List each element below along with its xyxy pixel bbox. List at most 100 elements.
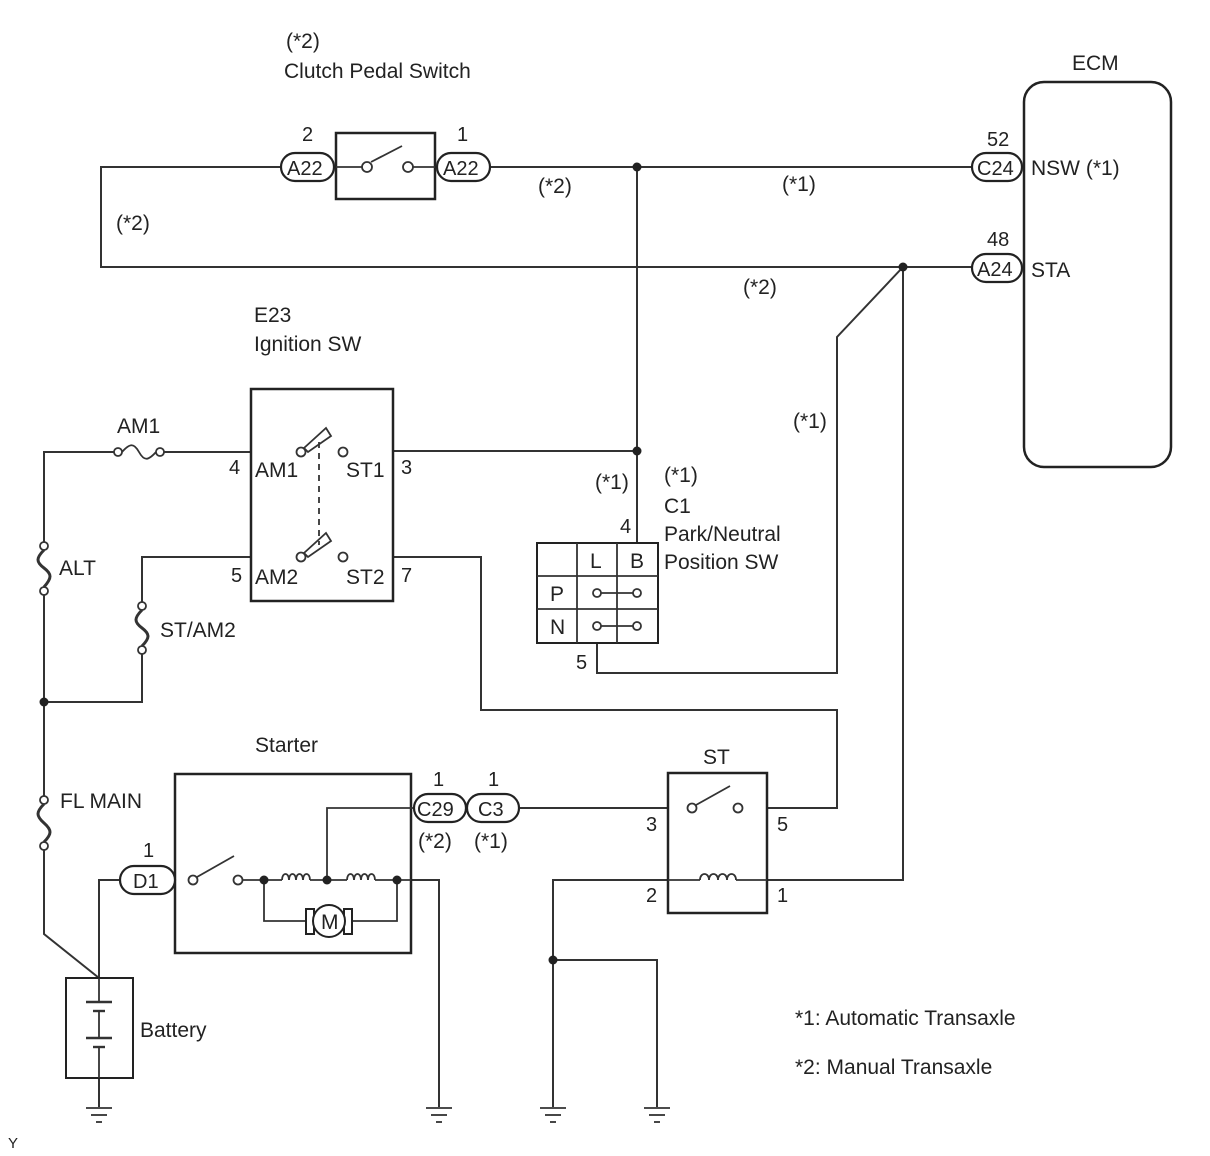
starter-control-tap [326,807,414,880]
st-am2-fuse-label: ST/AM2 [160,619,236,642]
battery: Battery [65,977,207,1079]
pn-title-line2: Position SW [664,551,779,574]
pin-1: 1 [777,885,788,907]
wire-st2 [346,556,838,809]
clutch-pedal-switch: (*2) Clutch Pedal Switch A22 2 A22 1 [279,30,492,201]
note-sta-mt: (*2) [743,276,777,299]
junctions [39,162,908,965]
st1-contact [337,446,349,458]
pin-7: 7 [401,565,412,587]
wire-flmain-battery [43,848,100,979]
clutch-note: (*2) [286,30,320,53]
pn-continuity-dot [592,588,602,598]
st2-terminal-label: ST2 [346,566,385,589]
relay-contact [686,802,698,814]
c29-note: (*2) [418,830,452,853]
am1-terminal-label: AM1 [255,459,298,482]
am1-fuse-label: AM1 [117,415,160,438]
starter-title: Starter [255,734,318,757]
fuse-terminal [155,447,165,457]
sta-label: STA [1031,259,1070,282]
am2-switch-blade [302,531,333,559]
ground-icon [644,1107,670,1123]
fuse-terminal [39,586,49,596]
hold-in-coil [346,873,376,881]
fuse-terminal [137,645,147,655]
c24-connector [970,151,1024,183]
fuse-element [36,548,52,588]
a22-right-label: A22 [443,158,479,180]
nsw-label: NSW (*1) [1031,157,1120,180]
junction-dot [898,262,908,272]
junction-dot [39,697,49,707]
st-am2-fuse: ST/AM2 [134,601,236,655]
clutch-title: Clutch Pedal Switch [284,60,471,83]
fuse-terminal [137,601,147,611]
a22-left-label: A22 [287,158,323,180]
st-relay-box [666,771,769,915]
ecm-label: ECM [1072,52,1119,75]
wire-notes: (*2) (*1) (*2) (*2) (*1) (*1) [116,173,827,494]
clutch-contact [361,161,373,173]
ignition-code: E23 [254,304,291,327]
pn-table: L B P N [536,542,659,644]
wire-sta-to-relay [738,267,904,881]
fl-main-fuse-label: FL MAIN [60,790,142,813]
ground-icon [86,1107,112,1123]
pn-code: C1 [664,495,691,518]
pin-4: 4 [620,516,631,538]
am1-fuse: AM1 [113,415,165,460]
pin-2: 2 [646,885,657,907]
clutch-contact [402,161,414,173]
pin-48: 48 [987,229,1009,251]
fuse-terminal [39,841,49,851]
pin-5: 5 [777,814,788,836]
a24-connector [970,252,1024,284]
pn-col-l: L [590,550,602,573]
pin-1: 1 [457,124,468,146]
relay-contact [732,802,744,814]
st2-contact [337,551,349,563]
pin-1: 1 [488,769,499,791]
st-relay: ST 3 5 2 1 [646,746,788,915]
fl-main-fuse: FL MAIN [36,790,142,851]
junction-dot [392,875,402,885]
motor-icon [312,904,346,938]
alt-fuse-label: ALT [59,557,96,580]
note-pn-feed: (*1) [595,471,629,494]
wire-clutch-left [100,166,972,268]
d1-label: D1 [133,871,159,893]
am2-terminal-label: AM2 [255,566,298,589]
a22-connector-left [279,151,336,183]
pin-1: 1 [433,769,444,791]
pn-continuity-dot [592,621,602,631]
pin-3: 3 [646,814,657,836]
starter-switch-contact [187,874,199,886]
legend: *1: Automatic Transaxle *2: Manual Trans… [795,1007,1016,1079]
note-top-mt: (*2) [538,175,572,198]
junction-dot [322,875,332,885]
fuse-element [121,444,157,460]
fuse-element [134,608,150,648]
starter: Starter D1 1 M C29 C3 1 1 (*2) [118,734,521,955]
st-relay-title: ST [703,746,730,769]
alt-fuse: ALT [36,541,96,596]
pn-row-p: P [550,583,564,606]
pull-in-coil [281,873,311,881]
c24-label: C24 [977,158,1014,180]
motor-loop [263,880,306,922]
pn-note: (*1) [664,464,698,487]
motor-label: M [321,911,339,934]
c3-label: C3 [478,799,504,821]
park-neutral-switch: (*1) C1 Park/Neutral Position SW 4 5 L B… [536,464,781,674]
legend-manual: *2: Manual Transaxle [795,1056,992,1079]
fuse-element [36,802,52,844]
starter-switch-arm [196,855,235,878]
st1-terminal-label: ST1 [346,459,385,482]
pin-1: 1 [143,840,154,862]
wiring [43,166,972,1107]
fuses: AM1 ALT ST/AM2 FL MAIN [36,415,236,851]
note-left-mt: (*2) [116,212,150,235]
pn-continuity-dot [632,621,642,631]
